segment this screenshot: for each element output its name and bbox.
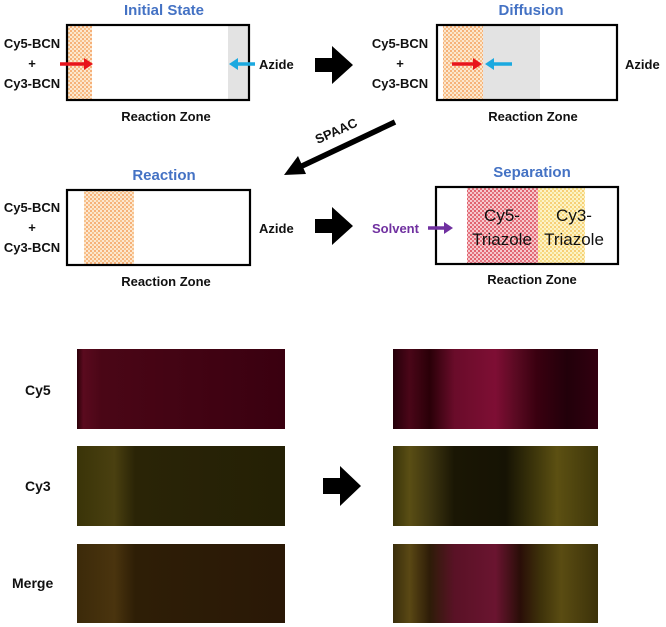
panel-title: Separation	[493, 164, 571, 181]
cy5-before-image	[77, 349, 285, 429]
reagent-bottom-label: Cy3-BCN	[4, 240, 60, 255]
right-block-arrow-icon	[315, 46, 353, 84]
panel-diffusion: Diffusion Cy5-BCN + Cy3-BCN Azide Reacti…	[372, 2, 660, 124]
cy5-after-image	[393, 349, 598, 429]
red-arrow-icon	[60, 58, 93, 70]
reagent-top-label: Cy5-BCN	[372, 36, 428, 51]
cy3-after-image	[393, 446, 598, 526]
cy3-before-image	[77, 446, 285, 526]
diagonal-arrow-icon	[284, 119, 397, 175]
azide-label: Azide	[259, 57, 294, 72]
purple-arrow-icon	[428, 222, 453, 234]
band1-line2: Triazole	[472, 230, 532, 249]
reagent-bottom-label: Cy3-BCN	[4, 76, 60, 91]
fluorescence-grid: Cy5 Cy3 Merge	[12, 349, 598, 623]
merge-before-image	[77, 544, 285, 623]
panel-separation: Separation Solvent Cy5- Triazole Cy3- Tr…	[372, 164, 620, 287]
red-arrow-icon	[452, 58, 482, 70]
panel-title: Reaction	[132, 167, 195, 184]
zone-label: Reaction Zone	[121, 109, 211, 124]
panel-title: Initial State	[124, 2, 204, 19]
band2-line2: Triazole	[544, 230, 604, 249]
azide-label: Azide	[259, 221, 294, 236]
panel-title: Diffusion	[499, 2, 564, 19]
plus-label: +	[28, 220, 36, 235]
right-block-arrow-icon	[323, 466, 361, 506]
reagent-top-label: Cy5-BCN	[4, 200, 60, 215]
channel-label-merge: Merge	[12, 575, 53, 591]
reaction-chamber	[65, 188, 252, 267]
merge-after-image	[393, 544, 598, 623]
panel-reaction: Reaction Cy5-BCN + Cy3-BCN Azide Reactio…	[4, 167, 294, 289]
right-block-arrow-icon	[315, 207, 353, 245]
reagent-top-label: Cy5-BCN	[4, 36, 60, 51]
azide-label: Azide	[625, 57, 660, 72]
solvent-label: Solvent	[372, 221, 420, 236]
panel-initial-state: Initial State Cy5-BCN + Cy3-BCN Azide Re…	[4, 2, 294, 124]
reaction-band	[84, 191, 134, 264]
reaction-chamber	[65, 23, 251, 102]
band2-line1: Cy3-	[556, 206, 592, 225]
plus-label: +	[396, 56, 404, 71]
zone-label: Reaction Zone	[488, 109, 578, 124]
reaction-chamber	[434, 185, 620, 266]
band1-line1: Cy5-	[484, 206, 520, 225]
channel-label-cy5: Cy5	[25, 382, 51, 398]
reaction-chamber	[435, 23, 619, 102]
blue-arrow-icon	[485, 58, 512, 70]
cy3-triazole-band	[538, 188, 585, 263]
cy5-triazole-band	[467, 188, 538, 263]
blue-arrow-icon	[229, 58, 255, 70]
zone-label: Reaction Zone	[121, 274, 211, 289]
plus-label: +	[28, 56, 36, 71]
zone-label: Reaction Zone	[487, 272, 577, 287]
channel-label-cy3: Cy3	[25, 478, 51, 494]
reagent-bottom-label: Cy3-BCN	[372, 76, 428, 91]
